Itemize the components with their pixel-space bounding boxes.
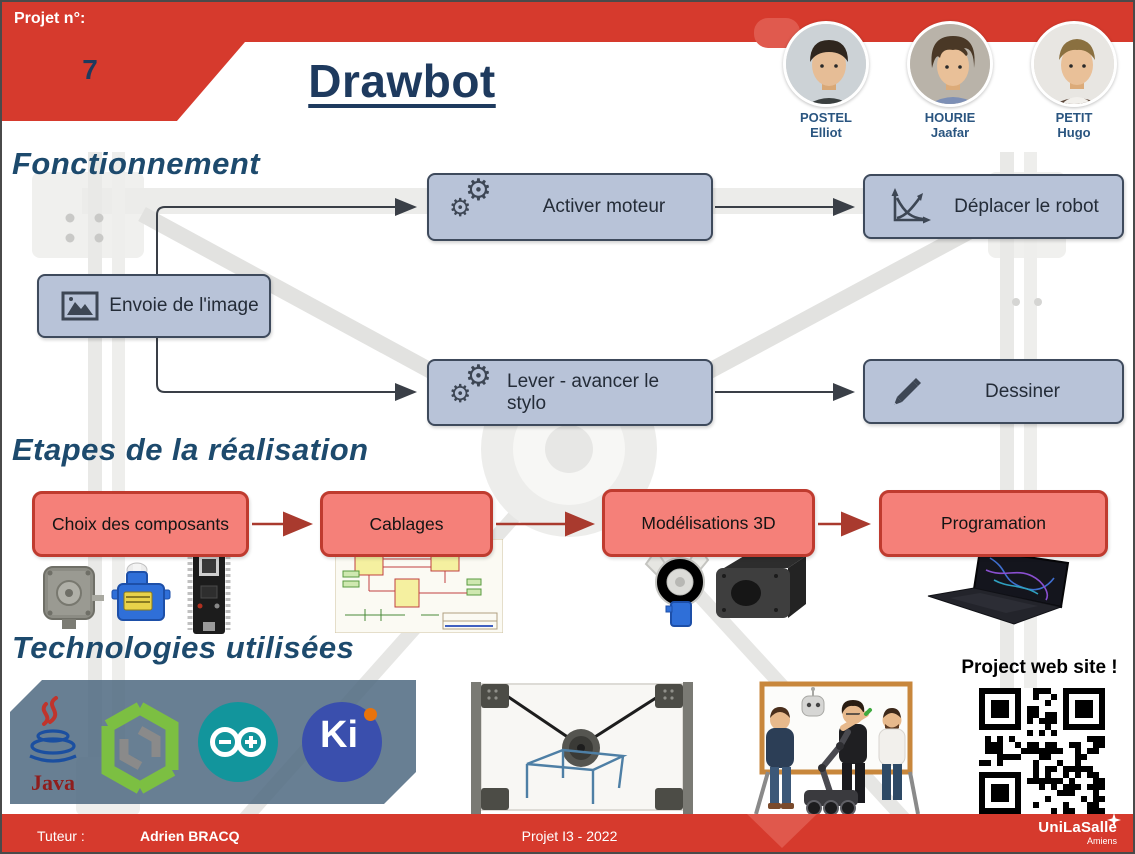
step-box-programation: Programation (879, 490, 1108, 557)
scenebuilder-logo (101, 702, 179, 794)
student-firstname: Elliot (810, 124, 842, 140)
step-label: Cablages (369, 513, 444, 534)
student-name-postel: POSTEL Elliot (771, 110, 881, 141)
qr-code (979, 688, 1105, 814)
step-label: Choix des composants (51, 513, 230, 534)
avatar-illustration (786, 24, 866, 104)
student-lastname: POSTEL (799, 110, 852, 125)
laptop-image (927, 550, 1070, 625)
brand-name: UniLaSalle (1038, 819, 1117, 836)
servo-motor-image (111, 562, 171, 621)
project-info: Projet I3 - 2022 (521, 828, 618, 844)
step-box-choix-composants: Choix des composants (32, 491, 249, 557)
arduino-logo (198, 702, 278, 782)
person-left (766, 707, 794, 809)
gears-icon: ⚙⚙ (449, 359, 492, 408)
website-label: Project web site ! (961, 657, 1118, 678)
student-photo-petit (1031, 21, 1117, 107)
avatar-illustration (910, 24, 990, 104)
drawbot-machine-illustration (471, 682, 693, 818)
stepper-motor-image (43, 566, 104, 629)
page-title: Drawbot (308, 55, 496, 107)
flow-box-activer-moteur: ⚙⚙ Activer moteur (427, 173, 713, 241)
flow-box-label: Envoie de l'image (109, 295, 259, 316)
tutor-name: Adrien BRACQ (140, 828, 240, 844)
student-name-hourie: HOURIE Jaafar (895, 110, 1005, 141)
student-photo-postel (783, 21, 869, 107)
student-lastname: HOURIE (924, 110, 976, 125)
esp32-board-image (187, 550, 231, 634)
flow-box-label: Activer moteur (542, 196, 666, 217)
student-photo-hourie (907, 21, 993, 107)
step-box-modelisations-3d: Modélisations 3D (602, 489, 815, 557)
kicad-logo-label: Ki (320, 714, 358, 756)
flow-box-envoie-image: Envoie de l'image (37, 274, 271, 338)
axes-chart-icon (891, 187, 931, 223)
java-logo (29, 696, 77, 763)
student-lastname: PETIT (1055, 110, 1093, 125)
heading-technologies: Technologies utilisées (12, 630, 355, 665)
step-box-cablages: Cablages (320, 491, 493, 557)
heading-etapes: Etapes de la réalisation (12, 432, 369, 467)
step-label: Modélisations 3D (641, 512, 776, 533)
pencil-icon (894, 377, 921, 405)
project-number-value: 7 (82, 54, 98, 85)
flow-box-label: Déplacer le robot (954, 195, 1099, 217)
flow-box-lever-stylo: ⚙⚙ Lever - avancer le stylo (427, 359, 713, 426)
3d-printed-bracket-image (716, 556, 806, 618)
flow-box-deplacer-robot: Déplacer le robot (863, 174, 1124, 239)
person-right (878, 708, 906, 800)
java-logo-label: Java (31, 770, 75, 795)
heading-fonctionnement: Fonctionnement (12, 146, 261, 181)
footer-bar (2, 814, 1133, 852)
project-number-label: Projet n°: (14, 10, 86, 27)
brand-city: Amiens (1086, 835, 1117, 846)
student-firstname: Jaafar (930, 124, 970, 140)
flow-box-dessiner: Dessiner (863, 359, 1124, 424)
flow-box-label: Dessiner (985, 380, 1060, 402)
person-center (839, 700, 872, 803)
image-icon (61, 291, 99, 321)
team-robot-cartoon (754, 681, 920, 816)
star-icon (1107, 813, 1121, 827)
gears-icon: ⚙⚙ (449, 174, 492, 222)
kicad-logo-dot (364, 708, 377, 721)
step-label: Programation (940, 513, 1047, 533)
student-firstname: Hugo (1057, 124, 1091, 140)
unilasalle-logo: UniLaSalle Amiens (1038, 813, 1121, 846)
avatar-illustration (1034, 24, 1114, 104)
tutor-label: Tuteur : (37, 828, 85, 844)
flow-box-label: Lever - avancer le stylo (507, 370, 660, 414)
student-name-petit: PETIT Hugo (1019, 110, 1129, 141)
